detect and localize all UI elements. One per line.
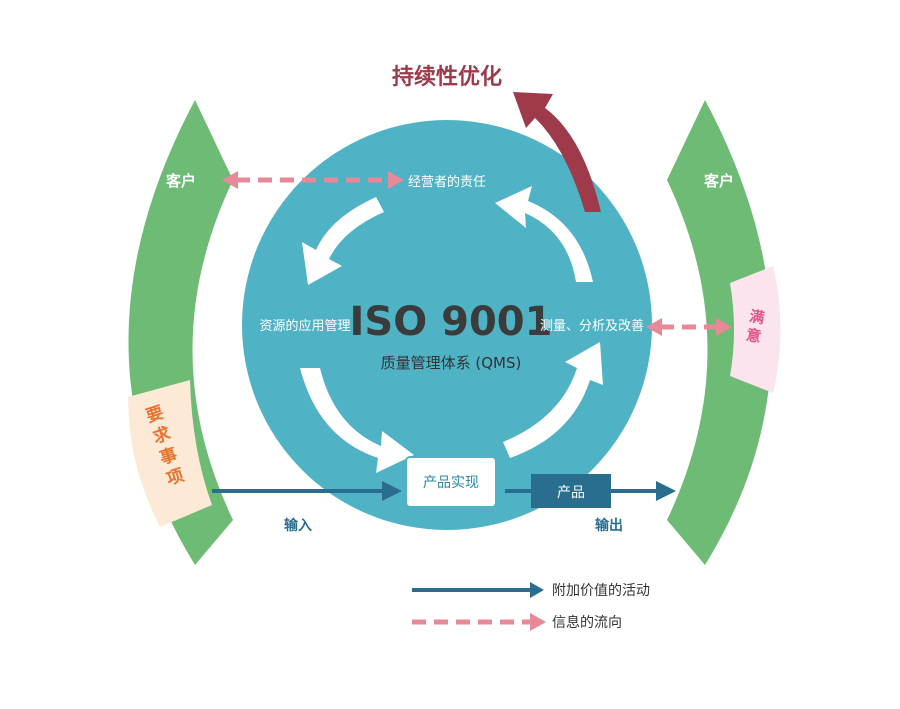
requirements-label: 要 求 事 项 [144,403,187,490]
requirements-char-2: 求 [150,423,173,448]
satisfaction-label: 满 意 [745,307,766,346]
cycle-arrow-bottom-left [300,368,414,473]
satisfaction-tab [730,266,781,393]
legend-value-added-label: 附加价值的活动 [552,583,650,599]
center-subtitle: 质量管理体系 (QMS) [381,354,522,372]
output-label: 输出 [595,517,623,534]
cycle-arrow-top-right [495,186,593,282]
legend-info-flow-head [530,613,546,631]
info-arrow-top [222,171,404,189]
process-product-realization: 产品实现 [423,475,479,491]
cycle-arrow-top-left [302,197,384,285]
product-box-label: 产品 [557,485,585,501]
process-resource-management: 资源的应用管理 [259,318,350,334]
center-title: ISO 9001 [350,299,553,345]
product-box [531,474,611,508]
continuous-improvement-arrow [513,92,601,212]
satisfaction-char-2: 意 [745,326,763,346]
satisfaction-char-1: 满 [748,307,766,327]
requirements-char-3: 事 [157,445,179,469]
continuous-improvement-title: 持续性优化 [392,64,502,90]
requirements-char-1: 要 [144,403,166,427]
input-label: 输入 [284,517,312,534]
left-customer-label: 客户 [165,172,196,190]
requirements-char-4: 项 [164,466,186,490]
legend-info-flow-label: 信息的流向 [552,614,622,631]
product-realization-box [405,456,497,508]
legend-value-added-head [530,582,544,598]
process-measurement-improvement: 测量、分析及改善 [540,318,644,334]
process-management-responsibility: 经营者的责任 [408,174,486,190]
right-customer-label: 客户 [703,172,734,190]
cycle-arrow-bottom-right [503,342,603,458]
info-arrow-right [646,318,732,336]
requirements-tab [128,380,212,527]
legend: 附加价值的活动 信息的流向 [412,582,650,631]
